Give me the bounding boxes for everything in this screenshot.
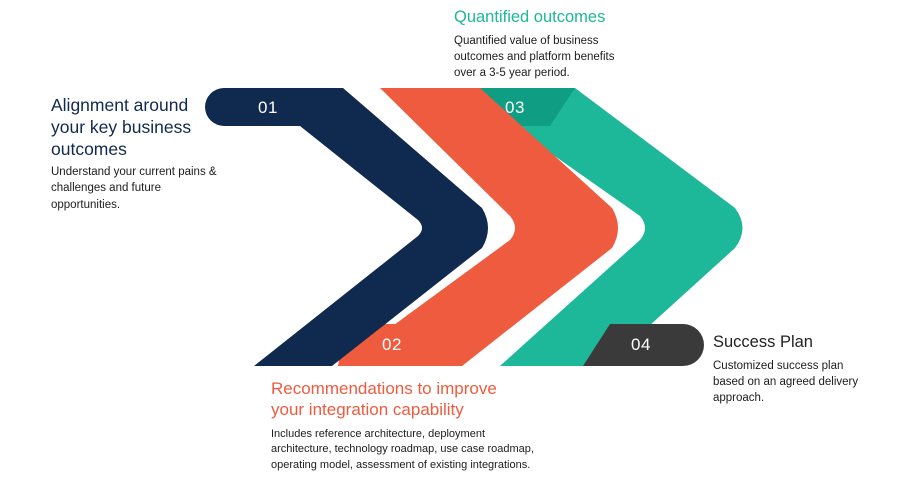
- step-02-title-line: Recommendations to improve: [271, 379, 497, 398]
- step-03-description-line: over a 3-5 year period.: [454, 67, 570, 80]
- step-01-description-line: opportunities.: [51, 198, 121, 211]
- step-02-title: Recommendations to improve your integrat…: [271, 378, 611, 421]
- step-03-title-line: Quantified outcomes: [454, 8, 606, 26]
- step-01-title-line: your key business: [51, 117, 192, 138]
- step-01-text: Alignment around your key business outco…: [51, 94, 241, 213]
- step-01-chevron: [254, 88, 488, 366]
- step-02-chevron: [338, 88, 618, 366]
- step-04-text: Success Plan Customized success plan bas…: [713, 332, 898, 407]
- step-04-number: 04: [631, 335, 651, 354]
- step-03-description-line: outcomes and platform benefits: [454, 51, 615, 64]
- step-03-chevron: [458, 88, 743, 366]
- step-04-description-line: approach.: [713, 392, 765, 405]
- step-04-title: Success Plan: [713, 332, 898, 353]
- step-01-title-line: Alignment around: [51, 95, 189, 115]
- step-03-text: Quantified outcomes Quantified value of …: [454, 7, 674, 82]
- step-01-description-line: Understand your current pains &: [51, 166, 217, 179]
- step-04-tab: [583, 324, 704, 366]
- step-02-description-line: Includes reference architecture, deploym…: [271, 427, 486, 440]
- step-04-description-line: Customized success plan: [713, 359, 844, 372]
- step-03-description: Quantified value of business outcomes an…: [454, 33, 674, 82]
- step-03-title: Quantified outcomes: [454, 7, 674, 28]
- step-01-tab: [205, 88, 343, 126]
- step-02-text: Recommendations to improve your integrat…: [271, 378, 611, 474]
- step-04-description-line: based on an agreed delivery: [713, 376, 859, 389]
- step-01-title: Alignment around your key business outco…: [51, 94, 241, 160]
- step-02-description-line: operating model, assessment of existing …: [271, 459, 531, 472]
- step-03-number: 03: [505, 98, 525, 117]
- step-02-number: 02: [382, 335, 402, 354]
- step-03-description-line: Quantified value of business: [454, 34, 599, 47]
- step-01-description: Understand your current pains & challeng…: [51, 164, 241, 213]
- step-02-title-line: your integration capability: [271, 400, 464, 420]
- step-04-title-line: Success Plan: [713, 333, 813, 351]
- step-01-description-line: challenges and future: [51, 182, 161, 195]
- step-01-title-line: outcomes: [51, 139, 127, 160]
- step-01-number: 01: [258, 98, 278, 117]
- step-04-description: Customized success plan based on an agre…: [713, 358, 898, 407]
- step-02-description: Includes reference architecture, deploym…: [271, 427, 611, 474]
- step-02-description-line: architecture, technology roadmap, use ca…: [271, 443, 534, 456]
